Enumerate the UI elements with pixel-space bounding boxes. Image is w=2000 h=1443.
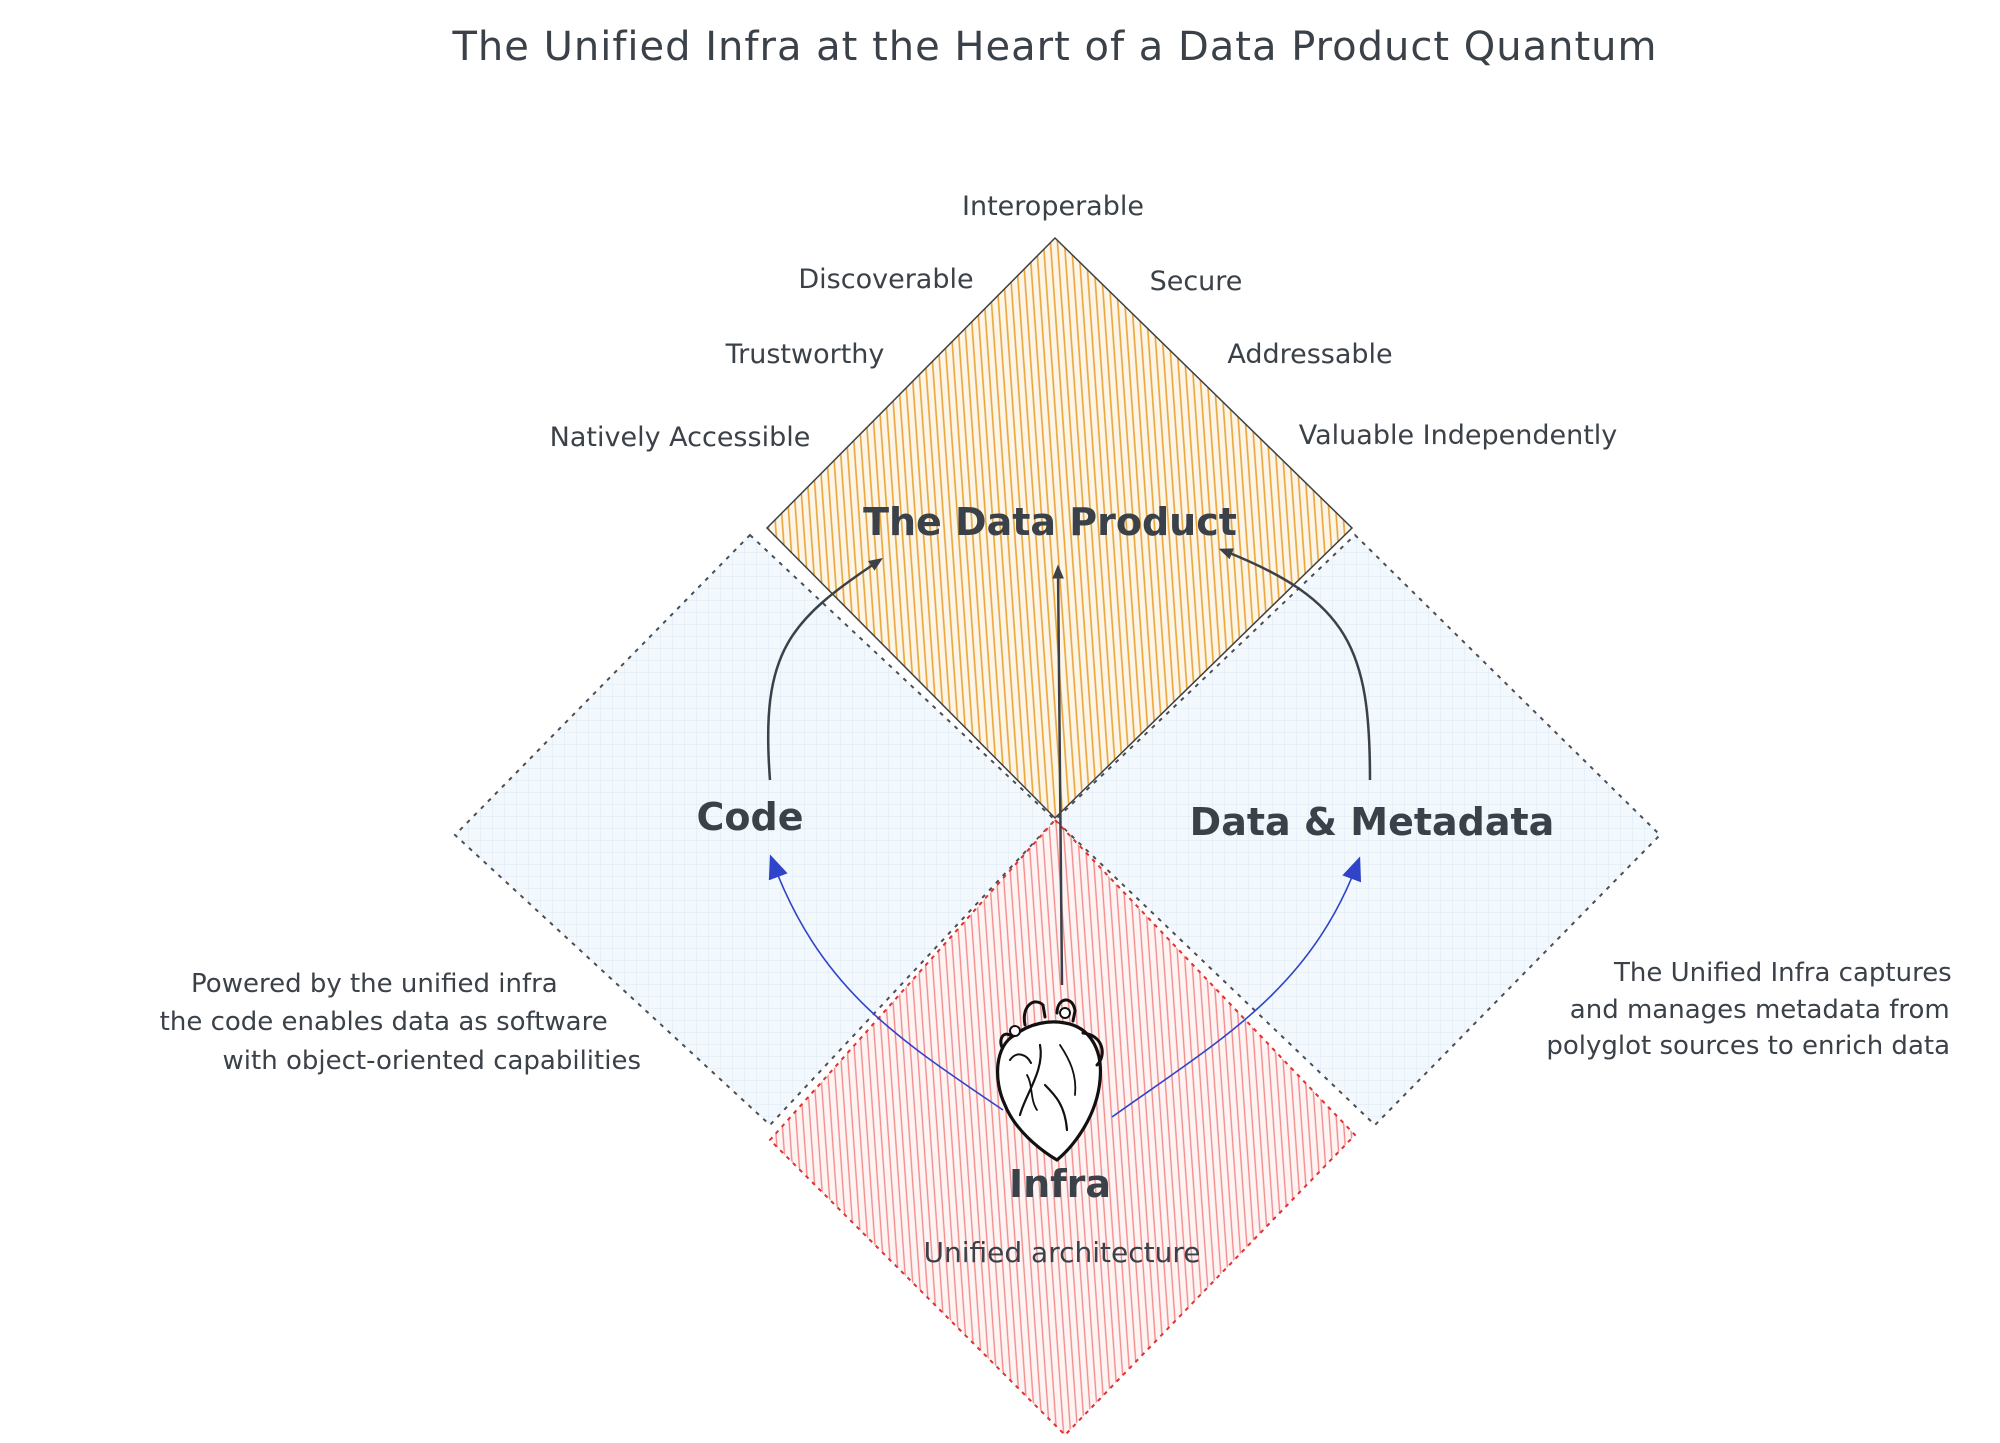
attribute-trustworthy: Trustworthy <box>725 339 885 370</box>
data-metadata-note-line-1: The Unified Infra captures <box>1613 958 1952 988</box>
data-metadata-label: Data & Metadata <box>1190 800 1555 844</box>
arrow-infra-to-code <box>768 854 1004 1111</box>
code-label: Code <box>697 795 804 839</box>
data-product-label: The Data Product <box>863 500 1237 544</box>
arrow-code-to-product <box>766 558 883 781</box>
data-metadata-note: The Unified Infra captures and manages m… <box>1546 958 1960 1061</box>
infra-sublabel: Unified architecture <box>924 1236 1201 1269</box>
page-title: The Unified Infra at the Heart of a Data… <box>452 24 1658 70</box>
attribute-natively-accessible: Natively Accessible <box>550 422 811 453</box>
data-metadata-note-line-3: polyglot sources to enrich data <box>1546 1031 1950 1061</box>
data-metadata-quadrant <box>1053 533 1662 1127</box>
code-note-line-1: Powered by the unified infra <box>191 969 558 999</box>
arrow-data-to-product <box>1218 548 1372 781</box>
attribute-secure: Secure <box>1150 266 1243 297</box>
attribute-addressable: Addressable <box>1227 339 1392 370</box>
data-metadata-note-line-2: and manages metadata from <box>1570 995 1950 1025</box>
code-note-line-3: with object-oriented capabilities <box>223 1046 641 1076</box>
attribute-discoverable: Discoverable <box>798 264 973 295</box>
arrow-infra-to-product <box>1052 564 1064 986</box>
code-note-line-2: the code enables data as software <box>160 1007 608 1037</box>
code-quadrant <box>453 533 1057 1127</box>
data-product-quadrant <box>765 236 1354 820</box>
heart-icon <box>995 998 1104 1162</box>
infra-label: Infra <box>1009 1162 1111 1206</box>
arrow-infra-to-data <box>1111 856 1362 1118</box>
code-note: Powered by the unified infra the code en… <box>160 969 641 1076</box>
attribute-interoperable: Interoperable <box>962 191 1144 222</box>
attribute-valuable-independently: Valuable Independently <box>1299 420 1618 451</box>
